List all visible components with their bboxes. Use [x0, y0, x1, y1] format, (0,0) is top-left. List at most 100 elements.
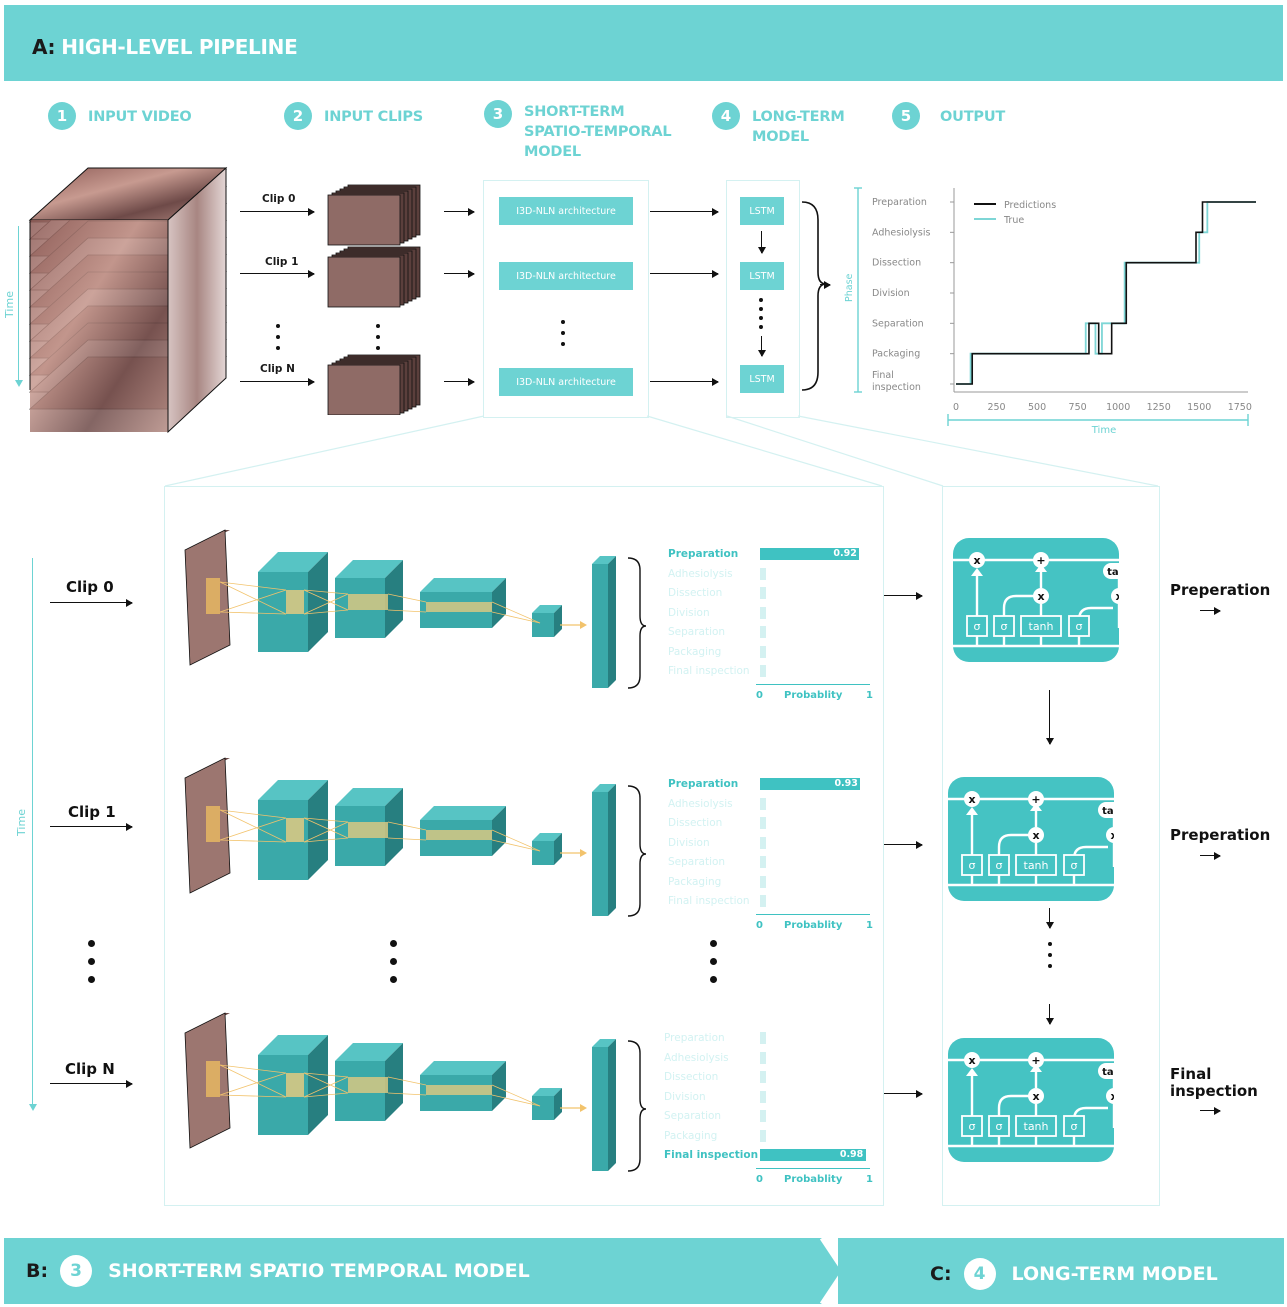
probability-bar [760, 587, 766, 599]
step-label: LONG-TERM MODEL [752, 109, 845, 145]
probability-bar [760, 875, 766, 888]
projection-ray [219, 817, 287, 841]
probability-bar [760, 567, 766, 580]
projection-ray [303, 589, 349, 595]
projection-ray [387, 1076, 427, 1086]
phase-label: Packaging [668, 645, 722, 658]
arrow [884, 839, 923, 851]
projection-ray [491, 611, 541, 624]
output-gate [1063, 1115, 1085, 1137]
projection-ray [219, 581, 287, 591]
arrowhead [966, 807, 978, 815]
candidate-gate-label: tanh [1029, 620, 1054, 633]
ellipsis [390, 940, 397, 994]
arrow [756, 336, 768, 357]
forget-gate-label: σ [974, 620, 981, 633]
receptive-field [426, 830, 492, 840]
block-side [554, 833, 562, 865]
receptive-field [348, 594, 388, 610]
step-long-term-model: 4 LONG-TERM MODEL [712, 102, 845, 147]
block-side [554, 605, 562, 637]
i3d-block-0: I3D-NLN architecture [499, 197, 633, 225]
lstm-block-1: LSTM [740, 262, 784, 290]
receptive-field [206, 1061, 220, 1097]
projection-ray [303, 1092, 349, 1098]
output-multiply-node-label: x [1110, 829, 1114, 842]
clip-frame [327, 256, 401, 308]
receptive-field [426, 1085, 492, 1095]
lstm-cell-diagram: x+xxtanhσσtanhσ [948, 1052, 1132, 1148]
probability-bar [760, 895, 766, 907]
projection-ray [303, 1072, 349, 1078]
add-node [1033, 552, 1049, 568]
input-gate-label: σ [996, 1120, 1003, 1133]
output-gate [1068, 615, 1090, 637]
chart-y-tick-label: Separation [872, 318, 924, 329]
projection-ray [219, 1072, 287, 1096]
arrow [650, 376, 719, 388]
lstm-block-0: LSTM [740, 197, 784, 225]
section-a-letter: A: [32, 35, 56, 59]
input-multiply-node-label: x [1037, 590, 1044, 603]
projection-ray [219, 589, 287, 613]
probability-bar [760, 778, 861, 790]
short-term-model-frame [483, 180, 649, 418]
arrowhead [966, 1068, 978, 1076]
section-c-number: 4 [963, 1258, 996, 1290]
projection-arrowhead [580, 1104, 587, 1112]
input-gate [993, 615, 1015, 637]
conv-block-1 [258, 552, 328, 652]
row-clip-label-0: Clip 0 [66, 578, 114, 596]
input-multiply-node-label: x [1032, 1090, 1039, 1103]
receptive-field [286, 1073, 304, 1097]
output-multiply-node-label: x [1115, 590, 1119, 603]
section-c-banner [838, 1238, 1284, 1304]
receptive-field [206, 578, 220, 614]
time-axis-b-label: Time [14, 809, 28, 836]
phase-label: Adhesiolysis [668, 797, 733, 810]
step-label: OUTPUT [940, 109, 1006, 125]
projection-ray [303, 817, 349, 823]
arrow [820, 279, 831, 291]
lstm-cell-diagram: x+xxtanhσσtanhσ [948, 791, 1132, 887]
projection-ray [219, 839, 287, 843]
phase-label: Separation [668, 856, 726, 868]
step-number: 4 [712, 102, 740, 130]
projection-ray [219, 1094, 287, 1098]
clip-stacks [327, 184, 421, 415]
projection-ray [219, 809, 287, 819]
add-node [1028, 1052, 1044, 1068]
probability-value: 0.93 [834, 778, 858, 789]
chart-x-tick-label: 0 [953, 402, 959, 413]
forget-gate [961, 854, 983, 876]
axis-max: 1 [866, 920, 873, 931]
projection-ray [219, 1064, 287, 1098]
conv-block-2 [335, 560, 403, 638]
arrow [1044, 690, 1056, 745]
legend-label: Predictions [1004, 200, 1056, 211]
block-top [420, 578, 506, 592]
projection-arrowhead [580, 621, 587, 629]
projection-ray [219, 1064, 287, 1074]
tanh-node-label: tanh [1102, 1067, 1114, 1078]
phase-label: Final inspection [668, 895, 750, 907]
block-front [532, 613, 554, 637]
probability-value: 0.98 [839, 1149, 864, 1160]
step-number: 1 [48, 102, 76, 130]
block-side [385, 560, 403, 638]
ellipsis [710, 940, 717, 994]
block-front [532, 841, 554, 865]
input-path [1002, 594, 1035, 646]
section-c-frame [942, 486, 1160, 1206]
input-multiply-node [1033, 588, 1049, 604]
probability-bar [760, 797, 766, 810]
axis-max: 1 [866, 1174, 873, 1185]
block-side [308, 1035, 328, 1135]
chart-y-tick-label: Dissection [872, 258, 921, 269]
probability-value: 0.92 [833, 548, 857, 559]
forget-multiply-node-label: x [973, 554, 980, 567]
arrow [884, 590, 923, 602]
